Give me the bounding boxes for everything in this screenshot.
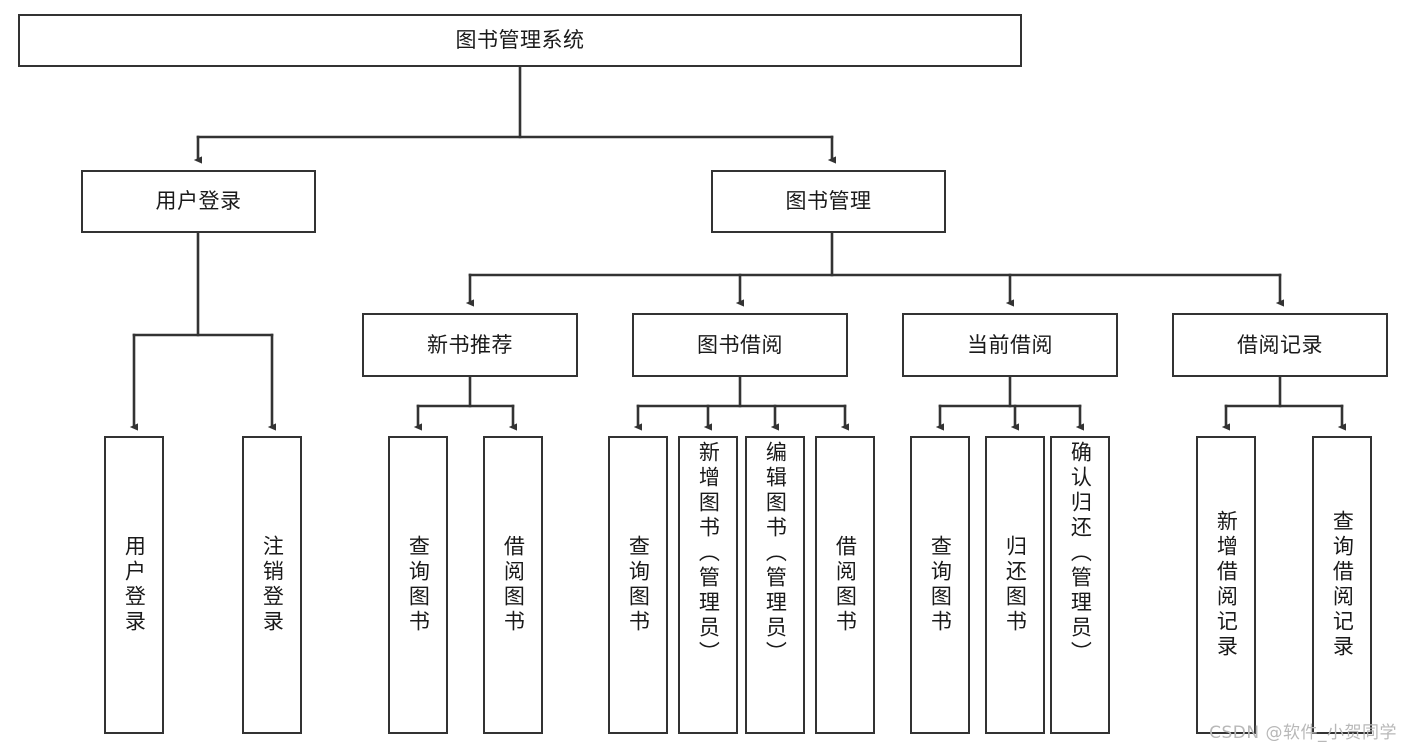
leaf-add-book-admin[interactable]: 新增图书（管理员） bbox=[678, 436, 738, 734]
node-label: 归还图书 bbox=[1003, 535, 1028, 635]
leaf-user-login[interactable]: 用户登录 bbox=[104, 436, 164, 734]
leaf-add-borrow-record[interactable]: 新增借阅记录 bbox=[1196, 436, 1256, 734]
leaf-confirm-return-admin[interactable]: 确认归还（管理员） bbox=[1050, 436, 1110, 734]
node-user-login[interactable]: 用户登录 bbox=[81, 170, 316, 233]
node-borrow-record[interactable]: 借阅记录 bbox=[1172, 313, 1388, 377]
node-label: 查询图书 bbox=[406, 535, 431, 635]
node-label: 查询图书 bbox=[626, 535, 651, 635]
leaf-query-borrow-record[interactable]: 查询借阅记录 bbox=[1312, 436, 1372, 734]
node-label: 用户登录 bbox=[122, 535, 147, 635]
node-label: 图书管理系统 bbox=[455, 28, 585, 53]
node-label: 借阅记录 bbox=[1237, 332, 1323, 357]
node-book-borrow[interactable]: 图书借阅 bbox=[632, 313, 848, 377]
node-label: 图书管理 bbox=[785, 189, 872, 214]
leaf-borrow-book-2[interactable]: 借阅图书 bbox=[815, 436, 875, 734]
node-label: 借阅图书 bbox=[833, 535, 858, 635]
leaf-borrow-book-1[interactable]: 借阅图书 bbox=[483, 436, 543, 734]
node-root-system[interactable]: 图书管理系统 bbox=[18, 14, 1022, 67]
node-label: 新增图书（管理员） bbox=[696, 441, 721, 666]
node-book-management[interactable]: 图书管理 bbox=[711, 170, 946, 233]
node-label: 查询借阅记录 bbox=[1330, 510, 1355, 660]
node-label: 新增借阅记录 bbox=[1214, 510, 1239, 660]
node-label: 图书借阅 bbox=[697, 332, 783, 357]
node-label: 确认归还（管理员） bbox=[1068, 441, 1093, 666]
leaf-return-book[interactable]: 归还图书 bbox=[985, 436, 1045, 734]
node-label: 当前借阅 bbox=[967, 332, 1053, 357]
leaf-edit-book-admin[interactable]: 编辑图书（管理员） bbox=[745, 436, 805, 734]
node-label: 注销登录 bbox=[260, 535, 285, 635]
leaf-query-book-3[interactable]: 查询图书 bbox=[910, 436, 970, 734]
node-new-book-recommend[interactable]: 新书推荐 bbox=[362, 313, 578, 377]
node-label: 查询图书 bbox=[928, 535, 953, 635]
csdn-watermark: CSDN @软件_小贺同学 bbox=[1209, 723, 1397, 743]
node-current-borrow[interactable]: 当前借阅 bbox=[902, 313, 1118, 377]
node-label: 新书推荐 bbox=[427, 332, 513, 357]
leaf-query-book-1[interactable]: 查询图书 bbox=[388, 436, 448, 734]
leaf-query-book-2[interactable]: 查询图书 bbox=[608, 436, 668, 734]
node-label: 借阅图书 bbox=[501, 535, 526, 635]
node-label: 编辑图书（管理员） bbox=[763, 441, 788, 666]
leaf-logout-login[interactable]: 注销登录 bbox=[242, 436, 302, 734]
node-label: 用户登录 bbox=[155, 189, 242, 214]
